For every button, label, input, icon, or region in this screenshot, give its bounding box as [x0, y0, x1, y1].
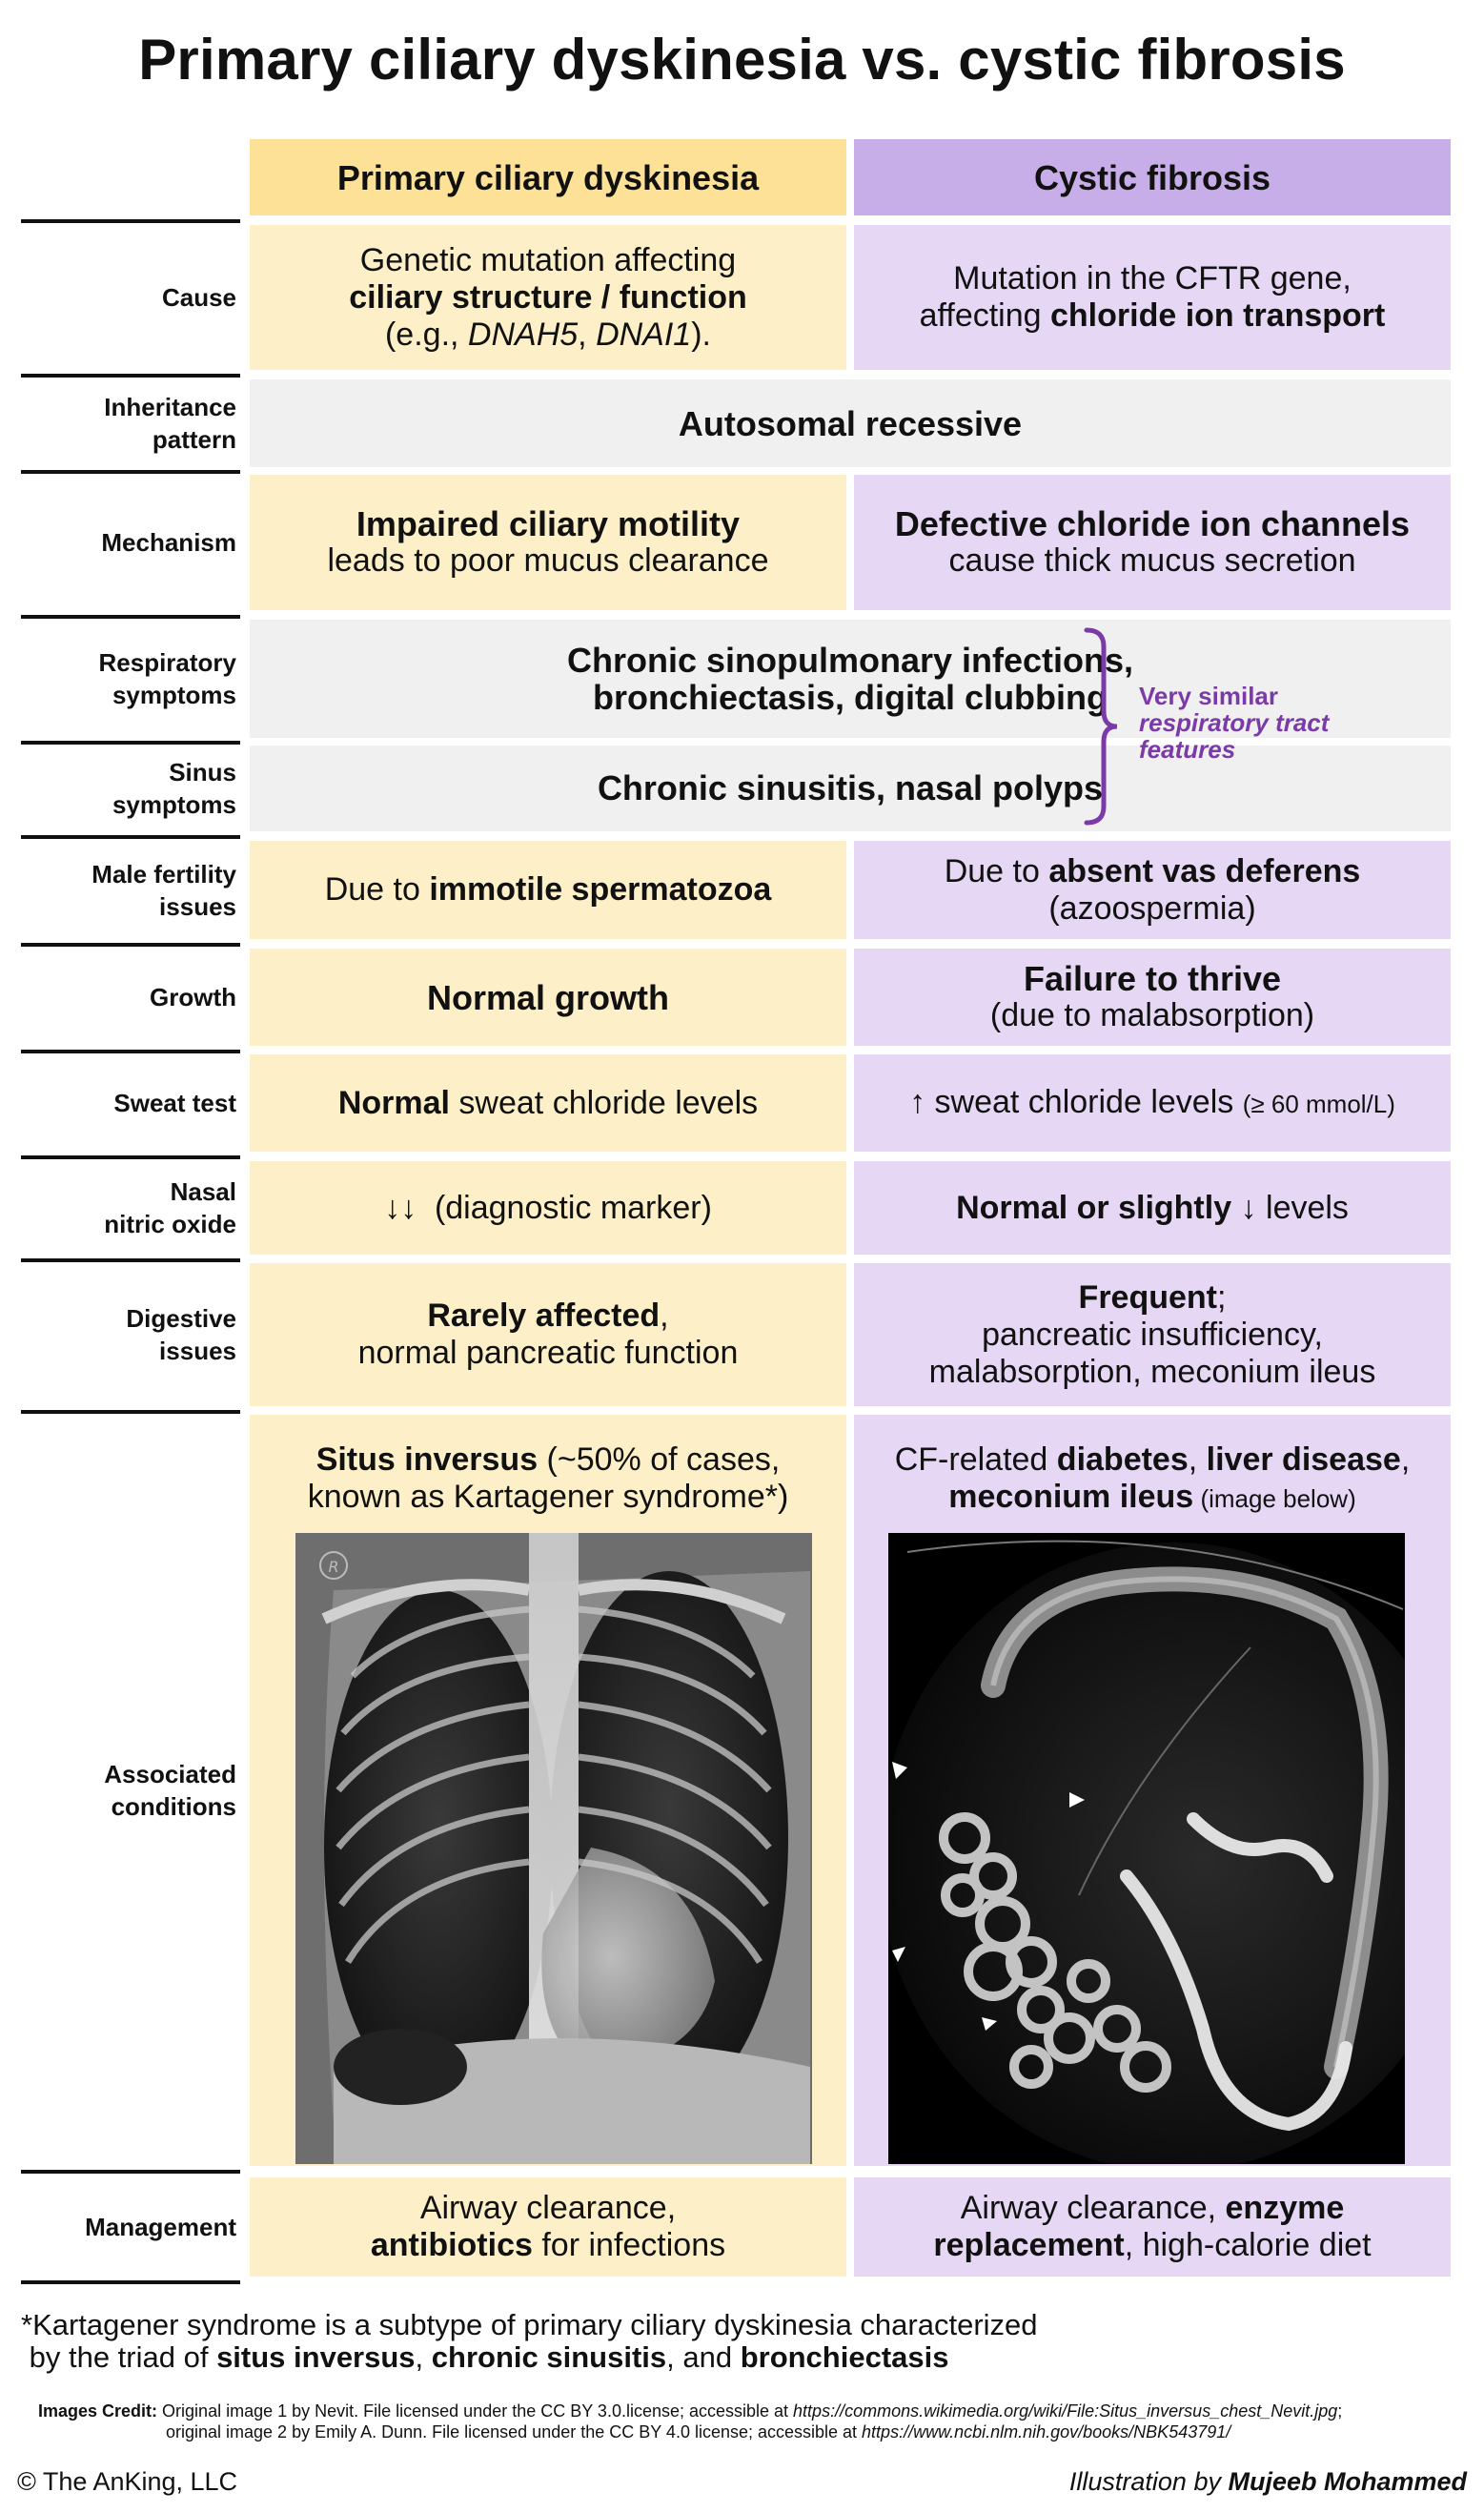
row-rule [21, 2170, 240, 2174]
xray-marker: R [328, 1558, 338, 1576]
copyright: © The AnKing, LLC [17, 2467, 238, 2496]
chest-xray-image: R [295, 1533, 812, 2164]
row-rule [21, 1155, 240, 1159]
row-rule [21, 741, 240, 745]
row-label-growth: Growth [150, 983, 236, 1011]
respiratory-shared: Chronic sinopulmonary infections, bronch… [250, 620, 1451, 738]
row-rule [21, 470, 240, 474]
inheritance-shared: Autosomal recessive [250, 379, 1451, 467]
associated-cf: CF-related diabetes, liver disease, meco… [854, 1415, 1451, 2166]
credit-link-2[interactable]: https://www.ncbi.nlm.nih.gov/books/NBK54… [862, 2422, 1231, 2441]
associated-pcd: Situs inversus (~50% of cases, known as … [250, 1415, 846, 2166]
row-label-respiratory: Respiratory symptoms [98, 648, 237, 709]
row-label-mechanism: Mechanism [101, 528, 236, 557]
mechanism-pcd: Impaired ciliary motility leads to poor … [250, 475, 846, 610]
brace-icon [1084, 627, 1118, 826]
row-label-management: Management [85, 2213, 236, 2241]
growth-pcd: Normal growth [250, 949, 846, 1046]
cause-pcd: Genetic mutation affecting ciliary struc… [250, 225, 846, 370]
row-label-nitric: Nasal nitric oxide [104, 1177, 236, 1238]
digestive-pcd: Rarely affected, normal pancreatic funct… [250, 1263, 846, 1406]
nitric-pcd: ↓↓ (diagnostic marker) [250, 1161, 846, 1255]
management-pcd: Airway clearance, antibiotics for infect… [250, 2177, 846, 2277]
row-rule [21, 374, 240, 378]
similar-features-note: Very similar respiratory tract features [1139, 682, 1330, 764]
row-label-sweat: Sweat test [113, 1089, 236, 1117]
management-cf: Airway clearance, enzyme replacement, hi… [854, 2177, 1451, 2277]
row-rule [21, 943, 240, 947]
row-label-inheritance: Inheritance pattern [104, 393, 236, 454]
chest-xray-drawing: R [295, 1533, 812, 2164]
fertility-cf: Due to absent vas deferens (azoospermia) [854, 841, 1451, 939]
row-rule [21, 615, 240, 619]
illustration-credit: Illustration by Mujeeb Mohammed [1068, 2467, 1467, 2496]
row-rule [21, 1258, 240, 1262]
digestive-cf: Frequent; pancreatic insufficiency, mala… [854, 1263, 1451, 1406]
sinus-shared: Chronic sinusitis, nasal polyps [250, 746, 1451, 831]
row-rule [21, 1410, 240, 1414]
footnote: *Kartagener syndrome is a subtype of pri… [21, 2308, 1038, 2374]
row-rule [21, 2280, 240, 2284]
nitric-cf: Normal or slightly ↓ levels [854, 1161, 1451, 1255]
row-label-fertility: Male fertility issues [91, 859, 236, 921]
cause-cf: Mutation in the CFTR gene, affecting chl… [854, 225, 1451, 370]
row-label-cause: Cause [161, 283, 236, 312]
fertility-pcd: Due to immotile spermatozoa [250, 841, 846, 939]
credit-link-1[interactable]: https://commons.wikimedia.org/wiki/File:… [793, 2401, 1338, 2421]
row-label-associated: Associated conditions [104, 1760, 236, 1821]
meconium-ileus-drawing [888, 1533, 1405, 2164]
header-cf: Cystic fibrosis [854, 139, 1451, 215]
row-rule [21, 835, 240, 839]
header-pcd: Primary ciliary dyskinesia [250, 139, 846, 215]
row-rule [21, 1050, 240, 1053]
sweat-pcd: Normal sweat chloride levels [250, 1054, 846, 1152]
growth-cf: Failure to thrive (due to malabsorption) [854, 949, 1451, 1046]
row-label-sinus: Sinus symptoms [112, 758, 236, 819]
meconium-ileus-image [888, 1533, 1405, 2164]
row-rule [21, 219, 240, 223]
row-label-digestive: Digestive issues [126, 1304, 236, 1365]
mechanism-cf: Defective chloride ion channels cause th… [854, 475, 1451, 610]
image-credit: Images Credit: Original image 1 by Nevit… [38, 2401, 1343, 2441]
sweat-cf: ↑ sweat chloride levels (≥ 60 mmol/L) [854, 1054, 1451, 1152]
page-title: Primary ciliary dyskinesia vs. cystic fi… [138, 28, 1346, 92]
